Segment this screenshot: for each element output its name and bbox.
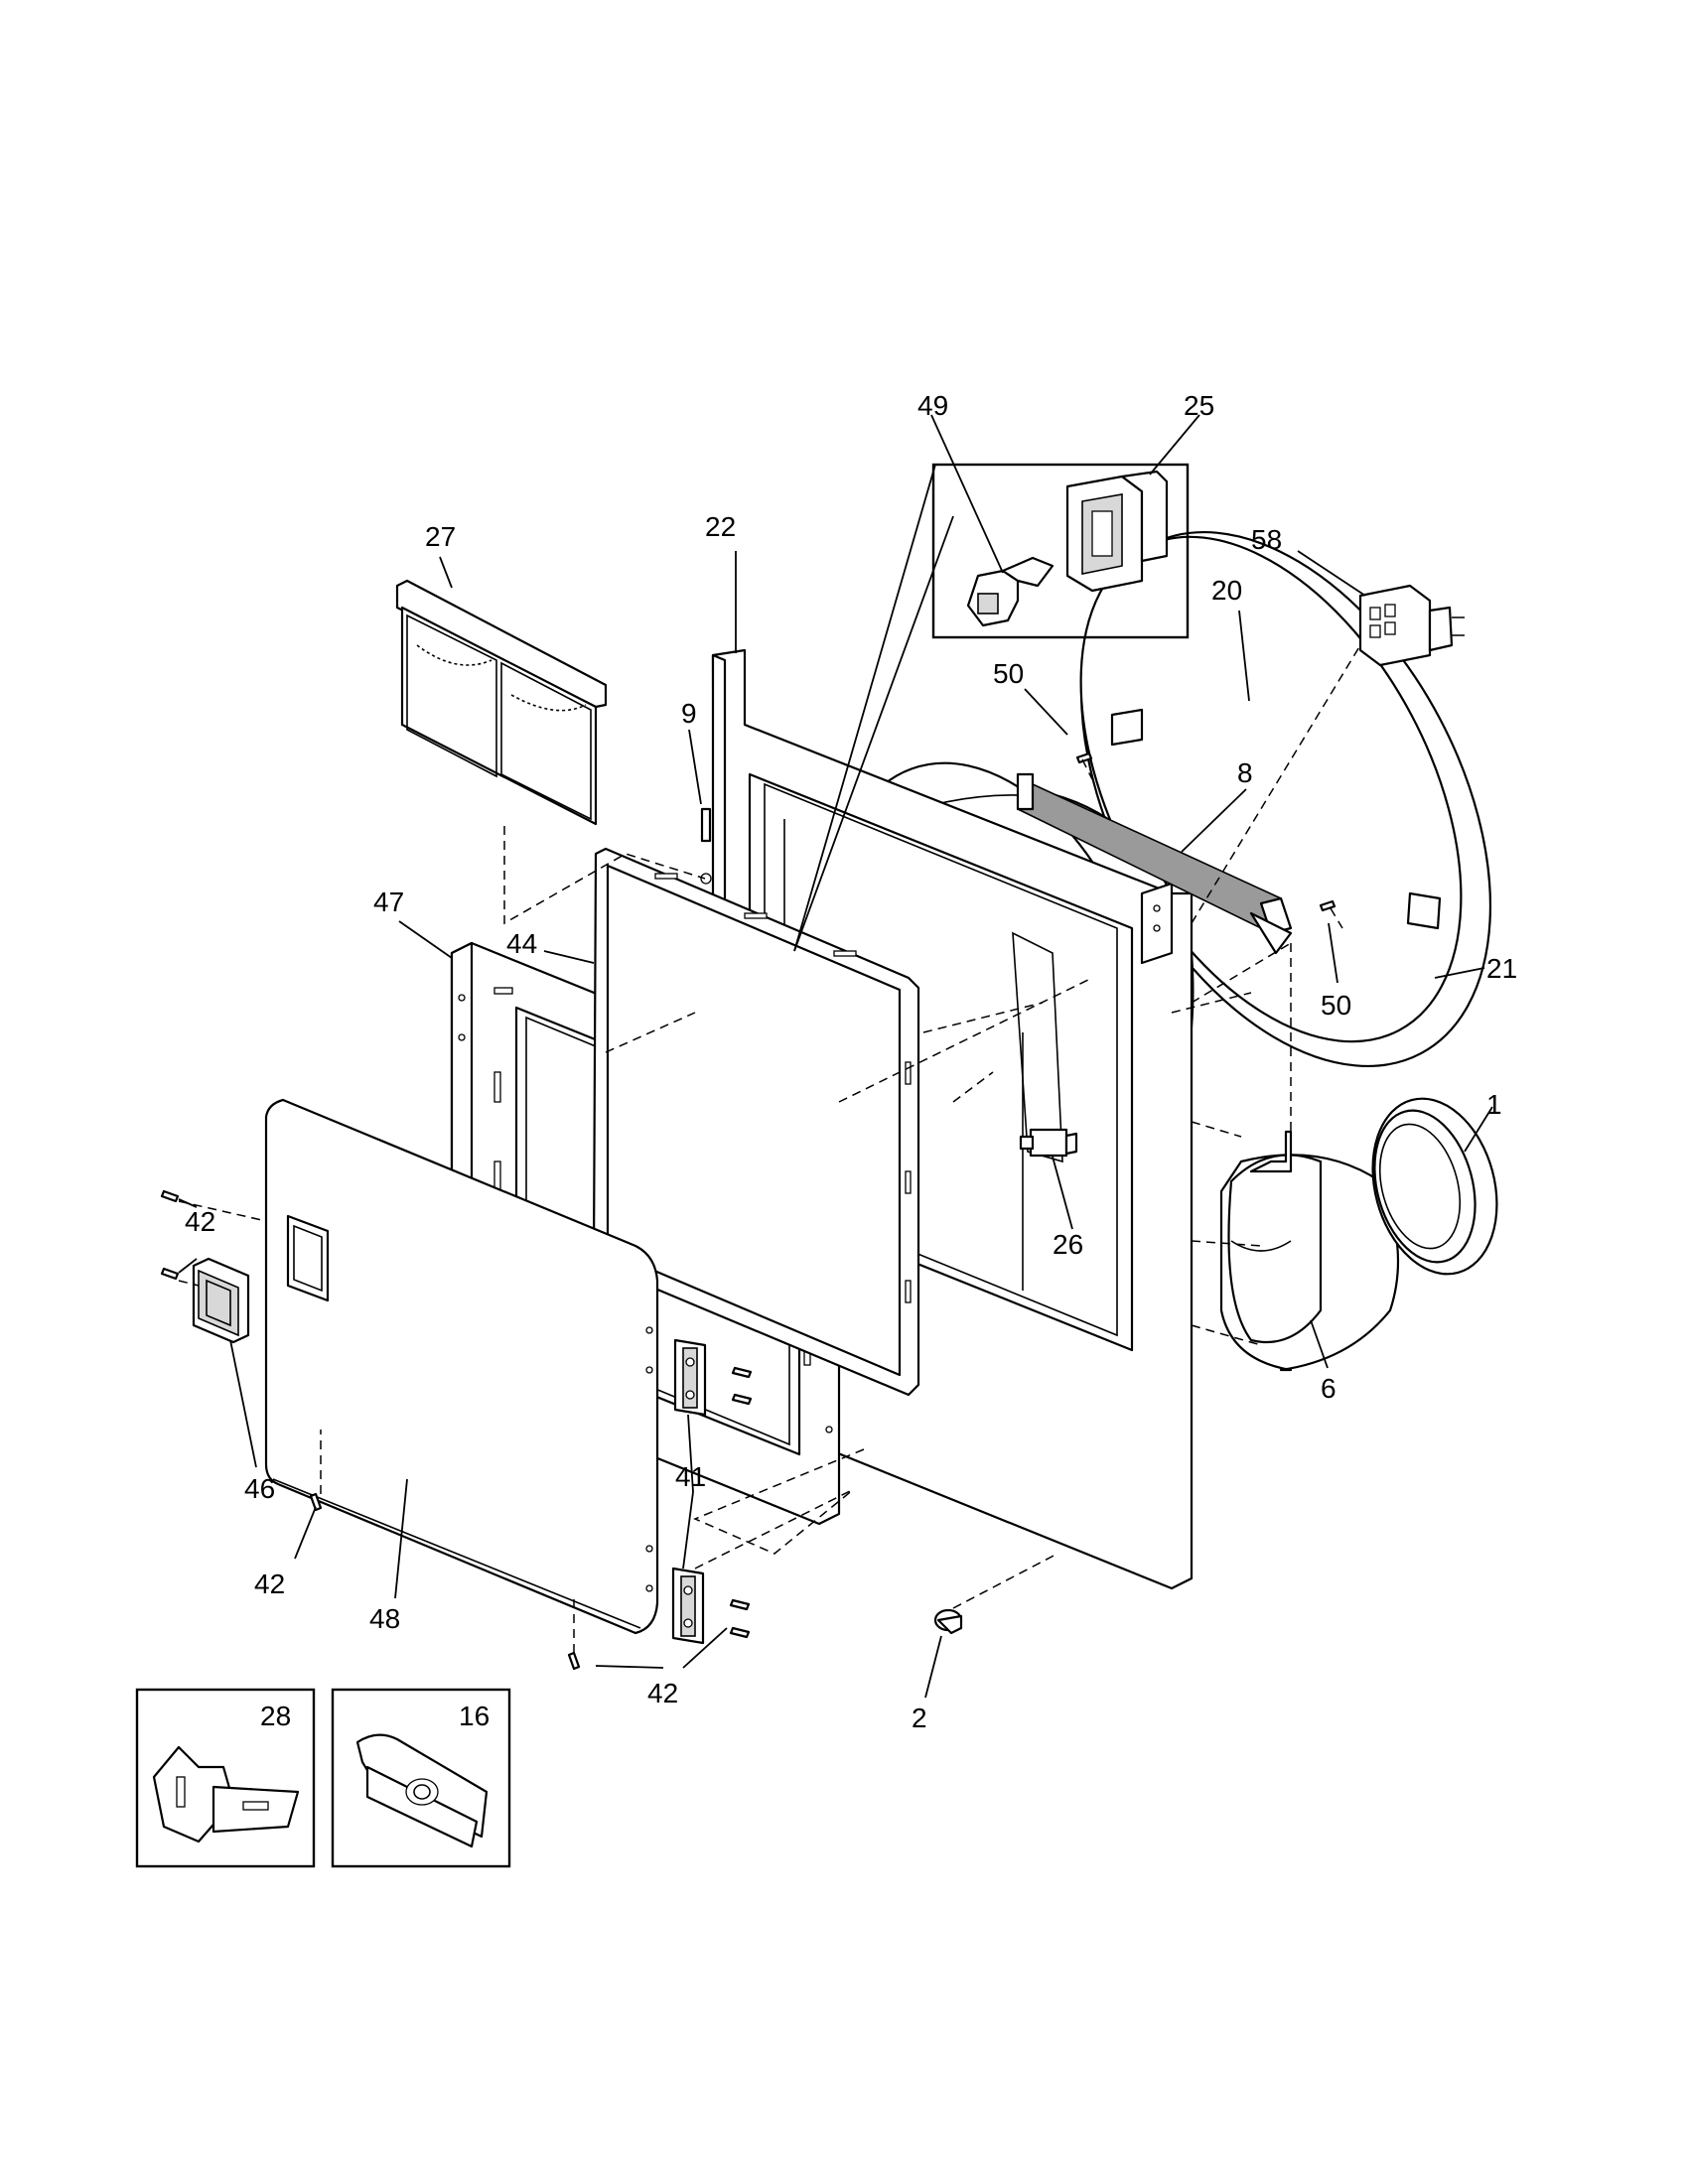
callout-21: 21: [1486, 953, 1517, 984]
callout-47: 47: [373, 887, 404, 917]
callout-16: 16: [459, 1701, 490, 1731]
lint-filter: [395, 579, 608, 826]
door-catch: [1065, 470, 1169, 593]
hinge-lower: [671, 1567, 705, 1645]
plug-button: [933, 1608, 963, 1635]
clip-28: [152, 1745, 300, 1843]
callout-42c: 42: [647, 1678, 678, 1708]
clip-16: [355, 1733, 489, 1848]
callout-42a: 42: [185, 1206, 215, 1237]
duct-seal-ring: [1371, 1097, 1498, 1276]
hinge-upper: [673, 1338, 707, 1417]
callout-27: 27: [425, 521, 456, 552]
leader-lines: [178, 414, 1493, 1699]
callout-41: 41: [675, 1461, 706, 1492]
callout-50a: 50: [993, 658, 1024, 689]
callout-50b: 50: [1321, 990, 1351, 1021]
callout-28: 28: [260, 1701, 291, 1731]
inset-detail-box: [931, 463, 1190, 639]
callout-22: 22: [705, 511, 736, 542]
callout-25: 25: [1184, 390, 1214, 421]
callout-49: 49: [917, 390, 948, 421]
callout-1: 1: [1486, 1089, 1502, 1120]
callout-46: 46: [244, 1473, 275, 1504]
callout-6: 6: [1321, 1373, 1336, 1404]
callout-58: 58: [1251, 524, 1282, 555]
callout-44: 44: [506, 928, 537, 959]
callout-48: 48: [369, 1603, 400, 1634]
exhaust-duct: [1219, 1130, 1400, 1372]
pin: [700, 807, 712, 885]
callout-labels: 49 25 22 27 58 20 9 50 8 47 44 21 50 1 4…: [185, 390, 1517, 1733]
inset-28: [135, 1688, 316, 1868]
callout-42b: 42: [254, 1569, 285, 1599]
door-handle: [192, 1257, 250, 1344]
inset-16: [331, 1688, 511, 1868]
door-switch: [1012, 931, 1078, 1163]
assembly-lines: [178, 644, 1361, 1653]
door-gasket: [592, 847, 920, 1397]
lint-filter-housing: [1016, 772, 1293, 955]
terminal-block: [1358, 584, 1465, 667]
screws: [160, 751, 1336, 1671]
callout-20: 20: [1211, 575, 1242, 606]
callout-26: 26: [1053, 1229, 1083, 1260]
callout-9: 9: [681, 698, 697, 729]
callout-2: 2: [912, 1703, 927, 1733]
outer-door: [264, 1098, 659, 1635]
latch-striker: [966, 556, 1055, 627]
callout-8: 8: [1237, 757, 1253, 788]
